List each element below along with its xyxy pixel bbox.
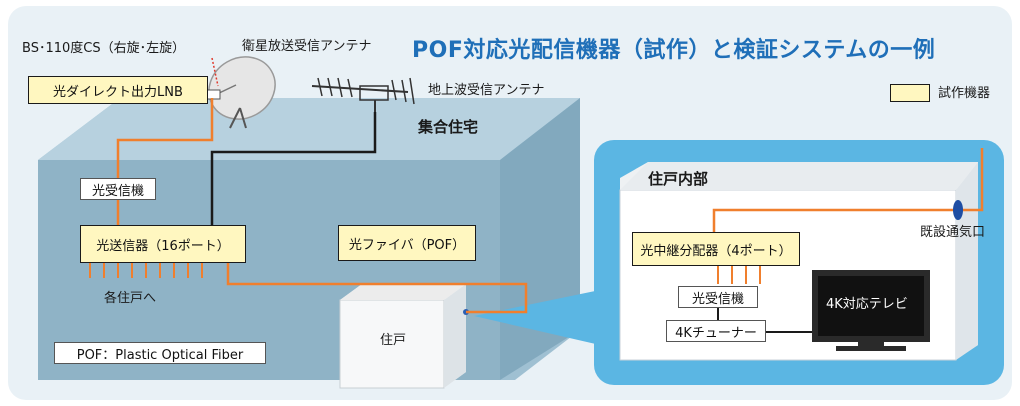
unit-side	[444, 284, 466, 388]
tv-stand	[836, 346, 906, 351]
apartment-label: 集合住宅	[418, 118, 479, 136]
tv-screen	[818, 276, 924, 336]
signal-dotted	[211, 57, 219, 87]
legend-swatch	[890, 84, 930, 102]
bubble-tail	[474, 290, 600, 345]
vent-hole	[953, 200, 963, 220]
fiber-lnb-receiver	[116, 98, 214, 180]
transmitter-ports	[89, 262, 203, 278]
optical-receiver-home: 光受信機	[678, 286, 758, 308]
room-ceiling	[620, 162, 978, 190]
unit-top	[340, 284, 466, 300]
dwelling-interior-label: 住戸内部	[648, 170, 709, 188]
existing-vent-label: 既設通気口	[920, 225, 986, 240]
lnb-head	[205, 89, 221, 100]
room-side	[956, 162, 978, 360]
optical-fiber-label: 光ファイバ（POF）	[338, 225, 476, 261]
to-each-unit-label: 各住戸へ	[104, 291, 157, 306]
fiber-vent	[958, 148, 984, 212]
legend-label: 試作機器	[938, 86, 991, 101]
building-roof	[38, 98, 580, 160]
fiber-to-unit	[226, 262, 528, 314]
tv-4k-label: 4K対応テレビ	[826, 297, 908, 312]
unit-label: 住戸	[380, 333, 407, 348]
optical-splitter: 光中継分配器（4ポート）	[632, 232, 800, 266]
bs-cs-label: BS･110度CS（右旋･左旋）	[22, 41, 186, 56]
page-title: POF対応光配信機器（試作）と検証システムの一例	[412, 38, 936, 63]
unit-front	[339, 299, 445, 389]
dish-mount	[229, 107, 241, 129]
yagi-elements	[317, 77, 415, 105]
optical-transmitter: 光送信器（16ポート）	[80, 225, 246, 263]
splitter-ports	[717, 266, 761, 284]
coax-cable	[210, 112, 377, 225]
terrestrial-antenna-label: 地上波受信アンテナ	[428, 83, 545, 98]
fiber-room	[712, 208, 958, 232]
satellite-antenna-label: 衛星放送受信アンテナ	[242, 39, 372, 54]
tuner-4k: 4Kチューナー	[666, 320, 766, 342]
optical-receiver-top: 光受信機	[80, 178, 156, 200]
pof-note: POF：Plastic Optical Fiber	[54, 342, 266, 364]
lnb-box: 光ダイレクト出力LNB	[28, 76, 208, 104]
